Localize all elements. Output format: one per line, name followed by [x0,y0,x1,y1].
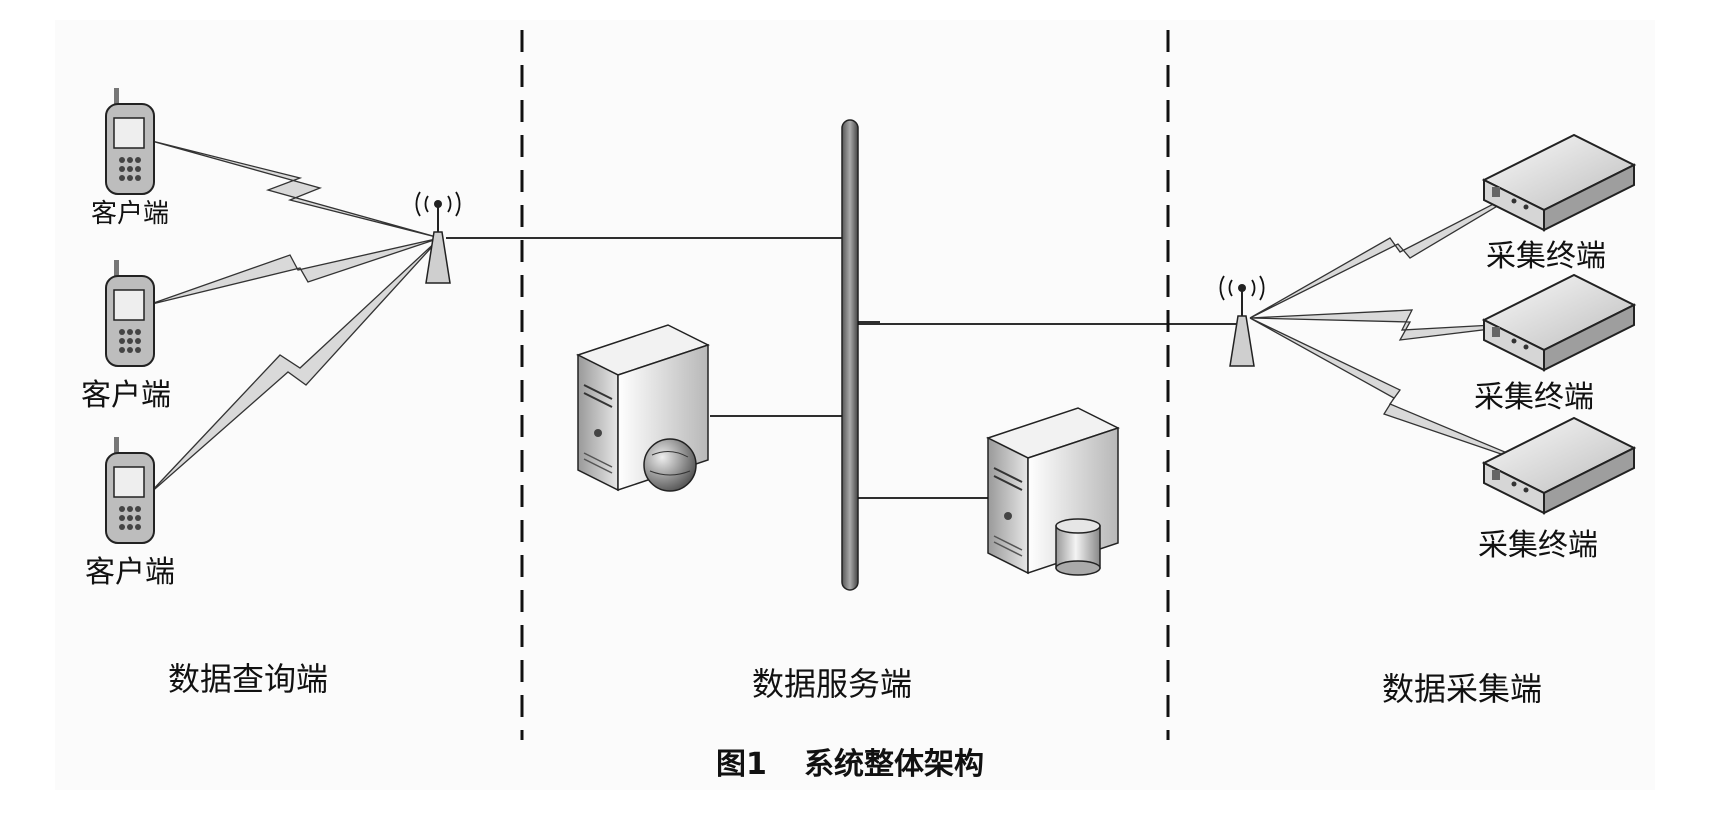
zone-label-query: 数据查询端 [168,660,328,698]
mobile-phone-icon [105,437,155,544]
wireless-antenna-icon [415,191,461,284]
web-server-icon [576,324,710,492]
mobile-phone-icon [105,88,155,195]
zone-label-service: 数据服务端 [752,665,912,703]
client-label-2: 客户端 [81,378,171,413]
collection-terminal-icon [1481,416,1637,515]
collection-terminal-icon [1481,273,1637,372]
network-backbone-icon [841,119,859,591]
database-server-icon [986,407,1120,576]
collection-terminal-icon [1481,133,1637,232]
mobile-phone-icon [105,260,155,367]
client-label-3: 客户端 [85,555,175,590]
wireless-antenna-icon [1219,275,1265,367]
figure-number: 图1 [716,747,767,782]
terminal-label-2: 采集终端 [1474,380,1594,415]
figure-title: 系统整体架构 [804,747,984,782]
client-label-1: 客户端 [91,199,169,229]
zone-label-collect: 数据采集端 [1382,670,1542,708]
terminal-label-3: 采集终端 [1478,528,1598,563]
terminal-label-1: 采集终端 [1486,239,1606,274]
